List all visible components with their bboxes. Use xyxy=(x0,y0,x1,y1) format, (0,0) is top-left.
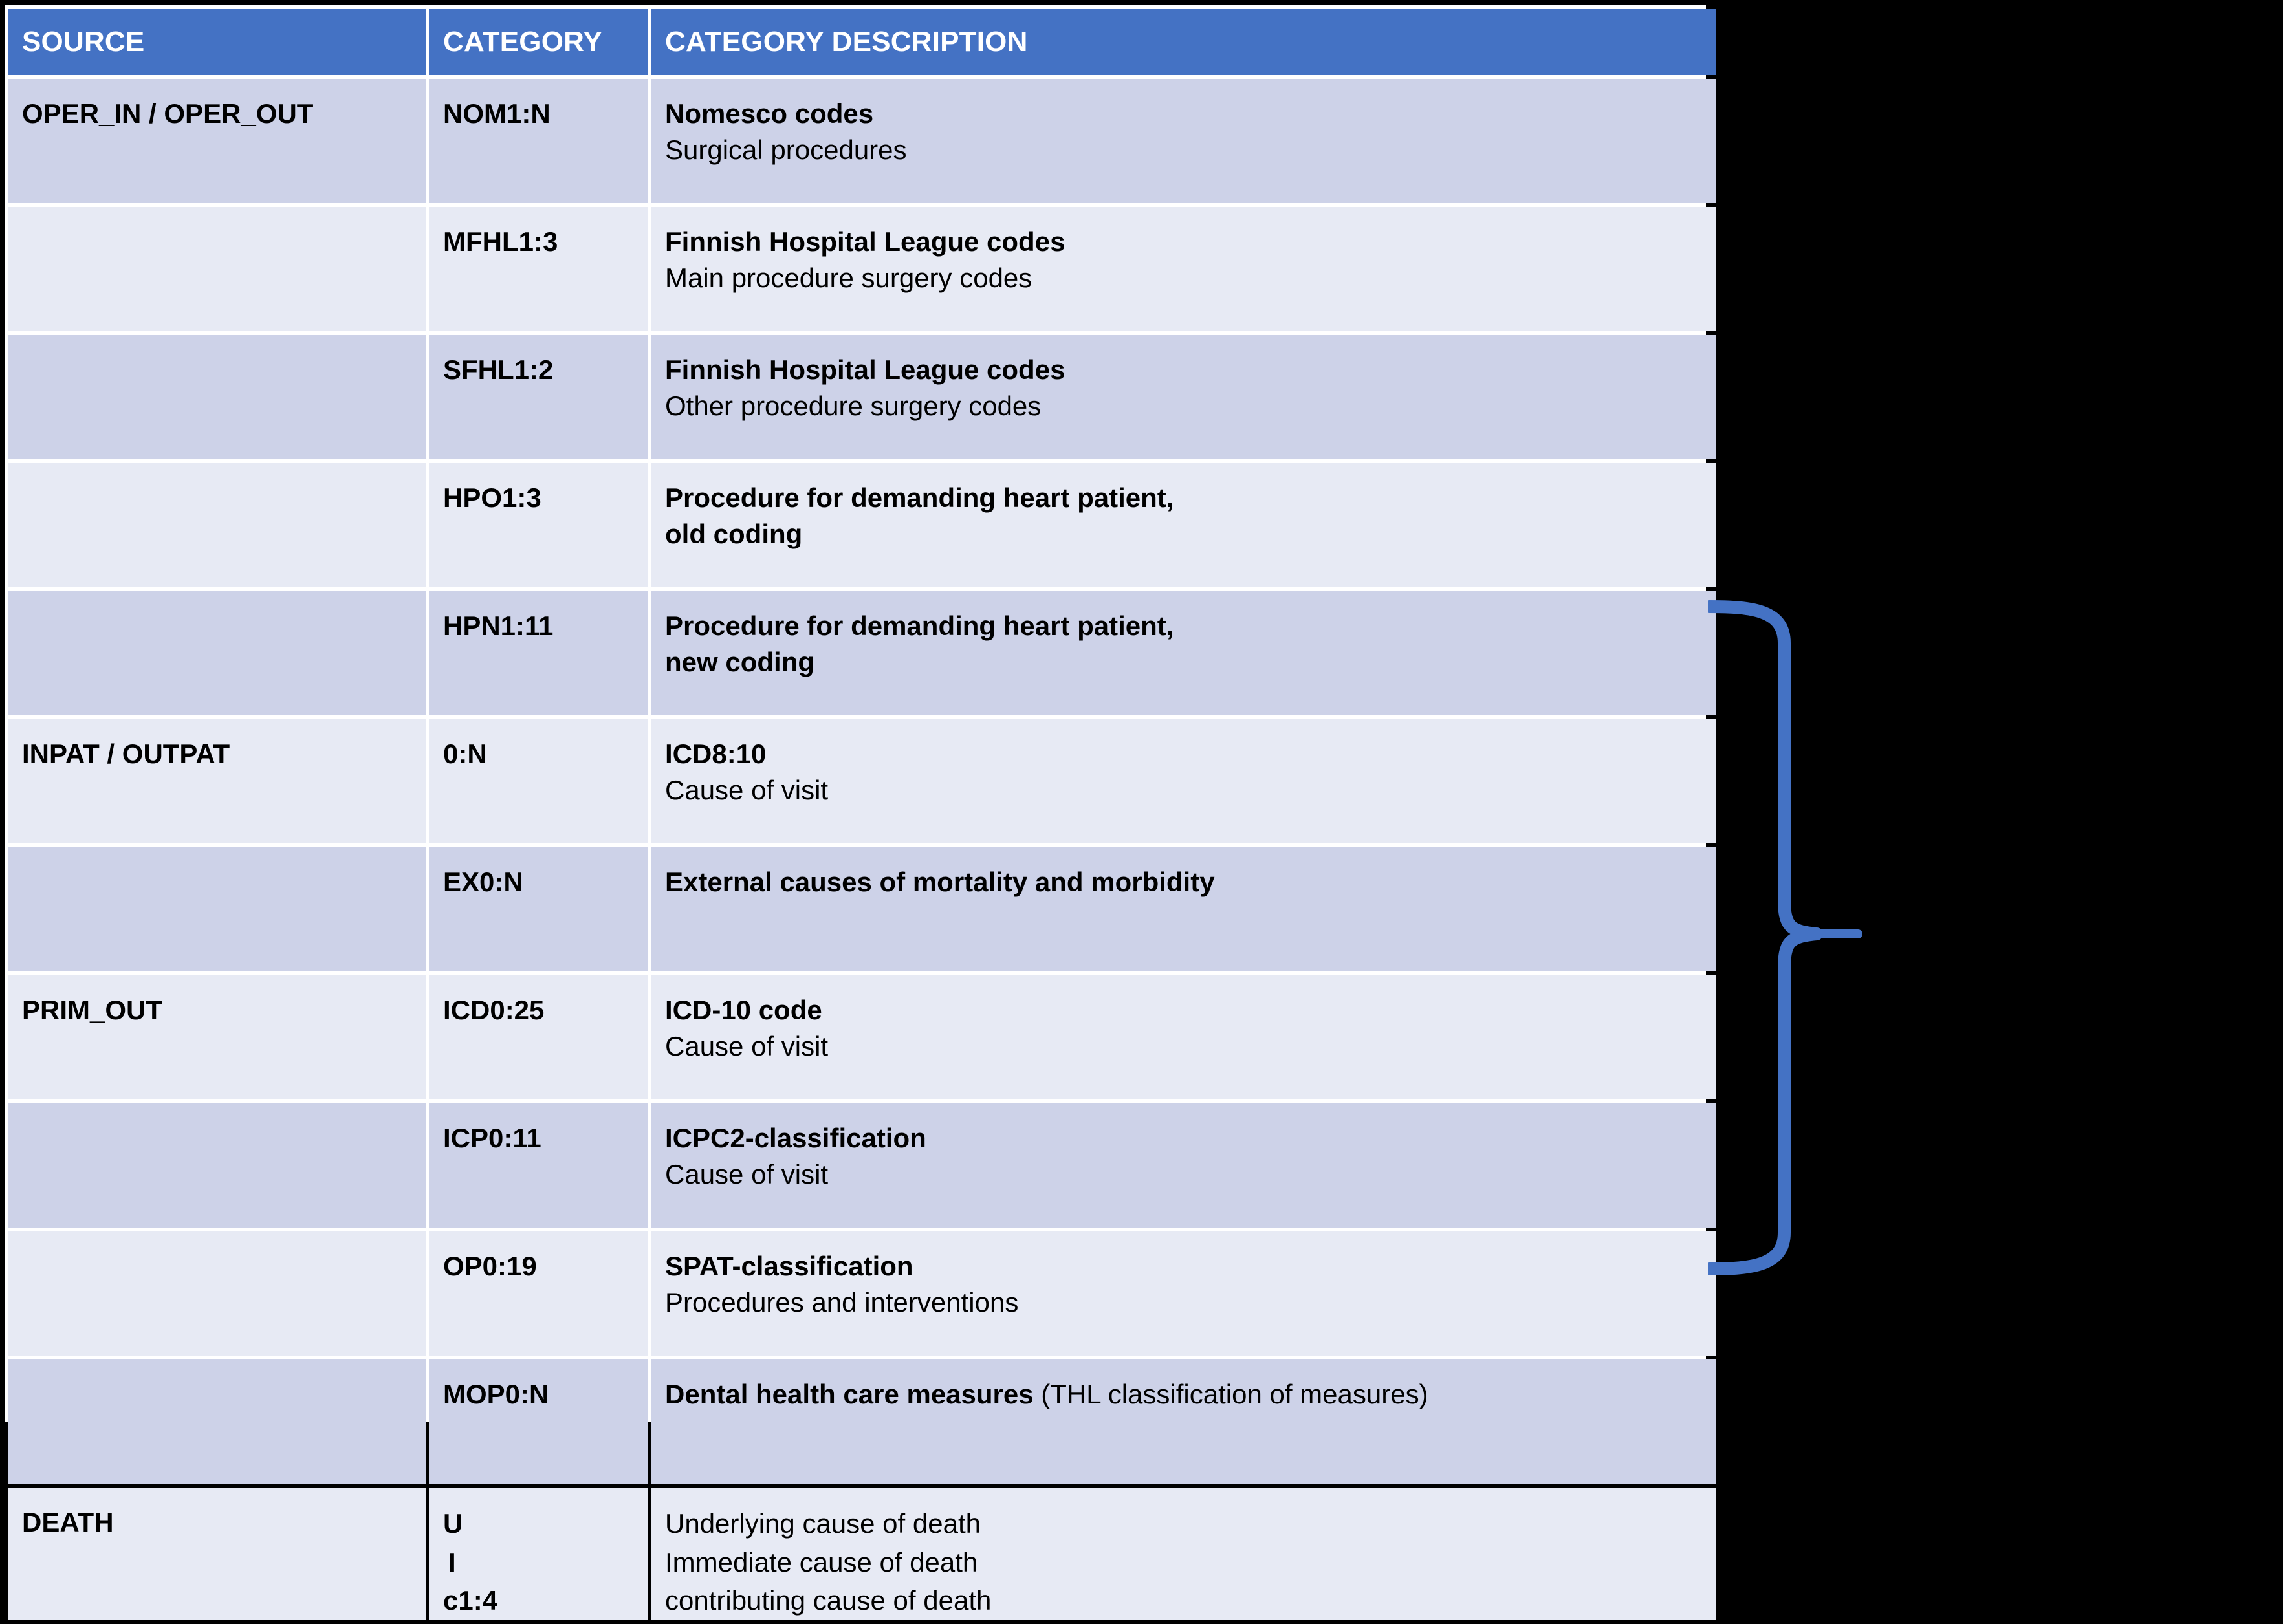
description-note: (THL classification of measures) xyxy=(1033,1379,1428,1409)
description-subtitle: Procedures and interventions xyxy=(665,1286,1019,1317)
cell-description: Procedure for demanding heart patient, n… xyxy=(651,591,1716,715)
cell-description: Procedure for demanding heart patient, o… xyxy=(651,463,1716,587)
cell-source xyxy=(8,1231,426,1356)
cell-description: Finnish Hospital League codes Other proc… xyxy=(651,335,1716,459)
description-title: ICD-10 code xyxy=(665,995,822,1025)
cell-description: Nomesco codes Surgical procedures xyxy=(651,79,1716,203)
cell-category: ICP0:11 xyxy=(429,1103,648,1228)
category-line-3: c1:4 xyxy=(443,1585,498,1616)
cell-source xyxy=(8,335,426,459)
table-row: HPN1:11 Procedure for demanding heart pa… xyxy=(8,591,1716,715)
cell-category: U I c1:4 xyxy=(429,1488,648,1620)
cell-source xyxy=(8,207,426,331)
cell-category: OP0:19 xyxy=(429,1231,648,1356)
description-title-line2: new coding xyxy=(665,646,814,677)
cell-category: HPO1:3 xyxy=(429,463,648,587)
description-line-3: contributing cause of death xyxy=(665,1585,992,1616)
table-row: OPER_IN / OPER_OUT NOM1:N Nomesco codes … xyxy=(8,79,1716,203)
cell-description: Underlying cause of death Immediate caus… xyxy=(651,1488,1716,1620)
table-row: HPO1:3 Procedure for demanding heart pat… xyxy=(8,463,1716,587)
cell-source: INPAT / OUTPAT xyxy=(8,719,426,843)
column-header-source: SOURCE xyxy=(8,9,426,75)
cell-description: ICPC2-classification Cause of visit xyxy=(651,1103,1716,1228)
category-line-1: U xyxy=(443,1508,463,1539)
table-row: MFHL1:3 Finnish Hospital League codes Ma… xyxy=(8,207,1716,331)
cell-description: External causes of mortality and morbidi… xyxy=(651,847,1716,971)
table-row: MOP0:N Dental health care measures (THL … xyxy=(8,1359,1716,1484)
table-row: INPAT / OUTPAT 0:N ICD8:10 Cause of visi… xyxy=(8,719,1716,843)
cell-category: NOM1:N xyxy=(429,79,648,203)
cell-category: 0:N xyxy=(429,719,648,843)
table-row: OP0:19 SPAT-classification Procedures an… xyxy=(8,1231,1716,1356)
description-title: SPAT-classification xyxy=(665,1251,913,1281)
cell-source xyxy=(8,1103,426,1228)
description-subtitle: Cause of visit xyxy=(665,1158,829,1189)
table-row: ICP0:11 ICPC2-classification Cause of vi… xyxy=(8,1103,1716,1228)
description-title: ICD8:10 xyxy=(665,739,767,769)
description-line: Dental health care measures (THL classif… xyxy=(665,1376,1716,1413)
codes-table-wrapper: SOURCE CATEGORY CATEGORY DESCRIPTION OPE… xyxy=(5,5,1716,1620)
description-title: ICPC2-classification xyxy=(665,1123,926,1153)
cell-description: Finnish Hospital League codes Main proce… xyxy=(651,207,1716,331)
column-header-category: CATEGORY xyxy=(429,9,648,75)
description-title: Nomesco codes xyxy=(665,98,874,129)
table-row: PRIM_OUT ICD0:25 ICD-10 code Cause of vi… xyxy=(8,975,1716,1099)
cell-category: MFHL1:3 xyxy=(429,207,648,331)
category-line-2: I xyxy=(448,1546,456,1577)
header-row: SOURCE CATEGORY CATEGORY DESCRIPTION xyxy=(8,9,1716,75)
table-row: EX0:N External causes of mortality and m… xyxy=(8,847,1716,971)
cell-description: Dental health care measures (THL classif… xyxy=(651,1359,1716,1484)
description-subtitle: Surgical procedures xyxy=(665,134,907,165)
description-subtitle: Other procedure surgery codes xyxy=(665,390,1042,421)
cell-category: EX0:N xyxy=(429,847,648,971)
cell-category: SFHL1:2 xyxy=(429,335,648,459)
cell-category: HPN1:11 xyxy=(429,591,648,715)
cell-category: MOP0:N xyxy=(429,1359,648,1484)
table-header: SOURCE CATEGORY CATEGORY DESCRIPTION xyxy=(8,9,1716,75)
description-subtitle: Cause of visit xyxy=(665,774,829,805)
cell-description: ICD-10 code Cause of visit xyxy=(651,975,1716,1099)
cell-description: SPAT-classification Procedures and inter… xyxy=(651,1231,1716,1356)
curly-brace-icon xyxy=(1703,600,1862,1275)
cell-source xyxy=(8,463,426,587)
description-title: External causes of mortality and morbidi… xyxy=(665,867,1215,897)
description-line-2: Immediate cause of death xyxy=(665,1546,978,1577)
description-title: Finnish Hospital League codes xyxy=(665,354,1065,385)
description-title: Procedure for demanding heart patient, xyxy=(665,611,1174,641)
cell-source xyxy=(8,591,426,715)
cell-source: DEATH xyxy=(8,1488,426,1620)
cell-source xyxy=(8,847,426,971)
description-line-1: Underlying cause of death xyxy=(665,1508,981,1539)
curly-brace-annotation xyxy=(1703,595,1889,1281)
description-title: Procedure for demanding heart patient, xyxy=(665,482,1174,513)
column-header-category-description: CATEGORY DESCRIPTION xyxy=(651,9,1716,75)
description-title: Dental health care measures xyxy=(665,1379,1034,1409)
table-row: SFHL1:2 Finnish Hospital League codes Ot… xyxy=(8,335,1716,459)
description-subtitle: Main procedure surgery codes xyxy=(665,262,1032,293)
cell-source xyxy=(8,1359,426,1484)
description-title: Finnish Hospital League codes xyxy=(665,226,1065,257)
cell-source: PRIM_OUT xyxy=(8,975,426,1099)
cell-source: OPER_IN / OPER_OUT xyxy=(8,79,426,203)
table-body: OPER_IN / OPER_OUT NOM1:N Nomesco codes … xyxy=(8,79,1716,1620)
table-row: DEATH U I c1:4 Underlying cause of death… xyxy=(8,1488,1716,1620)
cell-category: ICD0:25 xyxy=(429,975,648,1099)
codes-table: SOURCE CATEGORY CATEGORY DESCRIPTION OPE… xyxy=(5,5,1719,1624)
description-title-line2: old coding xyxy=(665,518,803,549)
slide-canvas: SOURCE CATEGORY CATEGORY DESCRIPTION OPE… xyxy=(5,5,1889,1620)
description-subtitle: Cause of visit xyxy=(665,1030,829,1061)
cell-description: ICD8:10 Cause of visit xyxy=(651,719,1716,843)
